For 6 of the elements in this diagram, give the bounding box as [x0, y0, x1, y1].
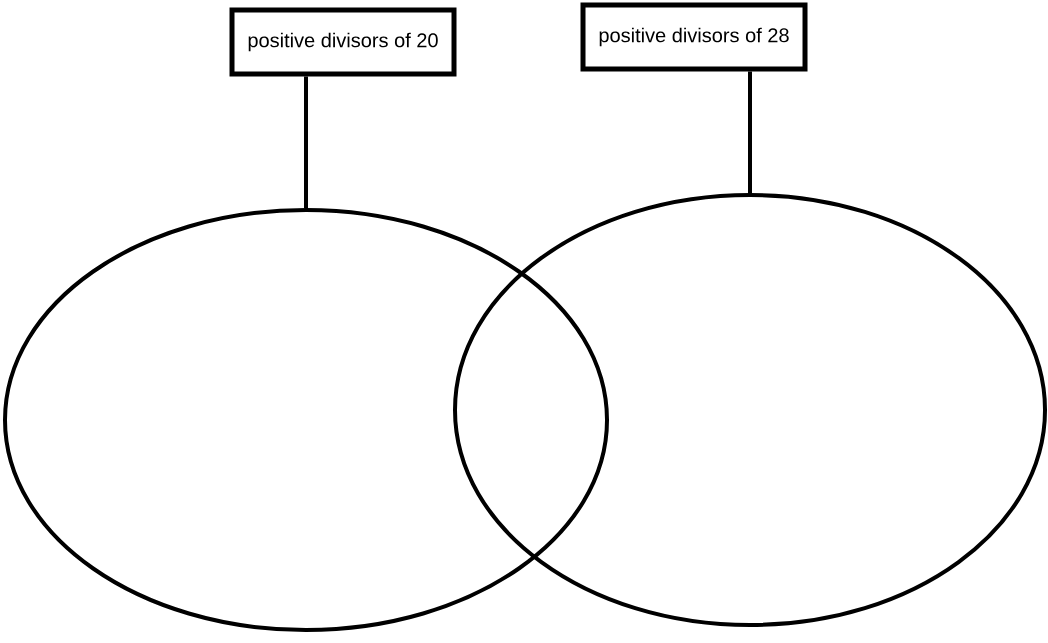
venn-ellipse	[453, 193, 1047, 627]
connector-line	[304, 76, 308, 208]
connector-line	[748, 71, 752, 193]
venn-ellipse	[3, 208, 609, 632]
label-box: positive divisors of 20	[229, 7, 457, 77]
label-box: positive divisors of 28	[580, 2, 808, 72]
